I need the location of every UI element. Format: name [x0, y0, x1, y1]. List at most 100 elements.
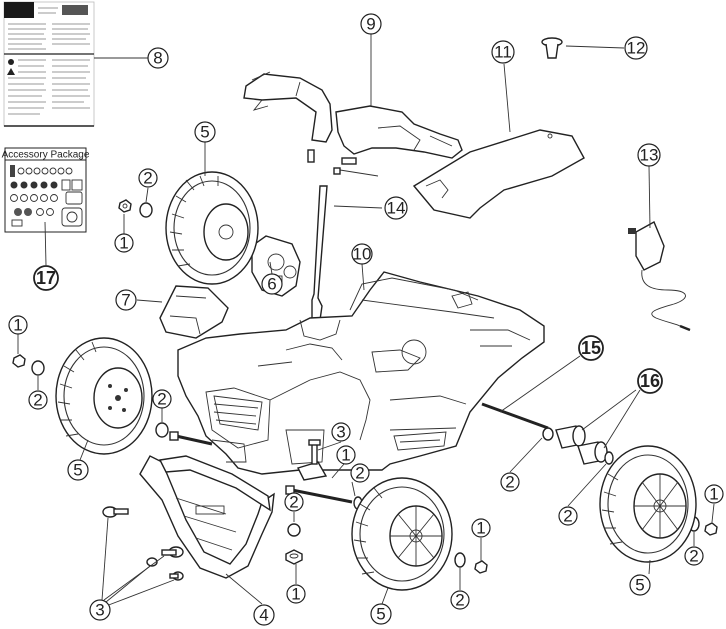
svg-text:2: 2	[143, 169, 152, 188]
svg-text:3: 3	[95, 601, 104, 620]
callout-2-hub: 2	[152, 389, 172, 409]
callout-14: 14	[384, 196, 408, 220]
callout-2-center: 2	[350, 463, 370, 483]
svg-text:12: 12	[627, 39, 646, 58]
svg-text:4: 4	[259, 606, 268, 625]
bolt-3-small	[146, 557, 184, 581]
svg-text:1: 1	[13, 316, 22, 335]
svg-text:10: 10	[353, 245, 372, 264]
svg-text:1: 1	[709, 485, 718, 504]
charger-part	[628, 221, 691, 332]
callout-2-front-right: 2	[450, 590, 470, 610]
callout-1-left: 1	[8, 315, 28, 335]
accessory-package-box: Accessory Package	[2, 147, 90, 233]
front-axle-part	[169, 431, 213, 446]
manual-text-lines	[8, 23, 90, 115]
svg-text:2: 2	[355, 464, 364, 483]
front-bumper-part	[139, 455, 275, 579]
callout-13: 13	[637, 143, 661, 167]
accessory-package-parts	[10, 165, 83, 227]
manual-thumbnail	[3, 1, 95, 127]
rear-bushing-1	[555, 425, 586, 449]
callout-2-rear: 2	[558, 506, 578, 526]
callout-3-center: 3	[331, 422, 351, 442]
headlight-cover-part	[159, 285, 229, 339]
svg-text:5: 5	[73, 461, 82, 480]
nut-lower-center	[285, 549, 303, 565]
washer-lower-center	[287, 523, 301, 537]
svg-text:2: 2	[455, 591, 464, 610]
callout-12: 12	[624, 36, 648, 60]
callout-15: 15	[578, 335, 604, 361]
callout-5-rear-right: 5	[629, 574, 651, 596]
callout-1-lower: 1	[286, 584, 306, 604]
wheel-rear-right	[599, 445, 697, 563]
svg-text:11: 11	[494, 43, 512, 62]
svg-text:17: 17	[36, 268, 56, 288]
callout-2-left: 2	[28, 390, 48, 410]
wheel-left	[55, 337, 153, 455]
svg-text:2: 2	[505, 473, 514, 492]
callout-1-rear-right: 1	[704, 484, 724, 504]
svg-text:1: 1	[476, 519, 485, 538]
callout-2-rear-right: 2	[684, 546, 704, 566]
seat-part	[412, 129, 585, 219]
svg-text:2: 2	[689, 547, 698, 566]
nut-rear-right-wheel	[704, 522, 718, 536]
svg-text:3: 3	[336, 423, 345, 442]
accessory-package-title: Accessory Package	[2, 150, 90, 161]
callout-16: 16	[637, 368, 663, 394]
svg-text:2: 2	[289, 493, 298, 512]
wheel-front-right	[351, 477, 453, 591]
rear-washer-left	[542, 427, 554, 441]
callout-11: 11	[491, 40, 515, 64]
svg-text:2: 2	[33, 391, 42, 410]
nut-top-left	[118, 199, 132, 213]
svg-text:5: 5	[200, 123, 209, 142]
callout-8: 8	[147, 47, 169, 69]
callout-2-top: 2	[138, 168, 158, 188]
steering-bracket-part	[297, 439, 328, 481]
knob-part	[541, 37, 563, 59]
svg-text:2: 2	[157, 390, 166, 409]
svg-text:1: 1	[291, 585, 300, 604]
callout-4: 4	[253, 604, 275, 626]
callout-9: 9	[360, 13, 382, 35]
svg-text:9: 9	[366, 15, 375, 34]
svg-text:5: 5	[376, 605, 385, 624]
svg-text:16: 16	[640, 371, 660, 391]
callout-7: 7	[115, 289, 137, 311]
svg-text:8: 8	[153, 49, 162, 68]
callout-2-axle: 2	[500, 472, 520, 492]
warning-icon	[7, 59, 15, 75]
leader-lines	[17, 34, 715, 607]
bolt-3-top	[102, 506, 129, 518]
nut-front-right-wheel	[474, 560, 488, 574]
callout-5-left: 5	[67, 459, 89, 481]
svg-text:1: 1	[341, 446, 350, 465]
rear-washer-right	[604, 451, 614, 465]
callout-1-top: 1	[114, 233, 134, 253]
svg-text:5: 5	[635, 576, 644, 595]
steering-shaft-part	[311, 185, 328, 321]
washer-front-hub	[155, 422, 169, 438]
callout-10: 10	[351, 243, 373, 265]
washer-front-right-wheel	[454, 552, 466, 568]
svg-text:15: 15	[581, 338, 601, 358]
callout-2-lower: 2	[284, 492, 304, 512]
callout-1-center: 1	[336, 445, 356, 465]
rear-bushing-2	[577, 441, 608, 465]
callout-17: 17	[33, 265, 59, 291]
callout-5-front-right: 5	[370, 603, 392, 625]
callout-5-top: 5	[194, 121, 216, 143]
nut-left-wheel	[12, 354, 26, 368]
body-chassis-part	[177, 271, 545, 475]
washer-left-wheel	[31, 360, 45, 376]
handlebar-part	[243, 71, 463, 177]
washer-top-left	[139, 202, 153, 218]
svg-text:7: 7	[121, 291, 130, 310]
svg-text:1: 1	[119, 234, 128, 253]
svg-text:13: 13	[640, 146, 659, 165]
rear-axle-part	[481, 399, 549, 430]
callout-1-front-right: 1	[471, 518, 491, 538]
